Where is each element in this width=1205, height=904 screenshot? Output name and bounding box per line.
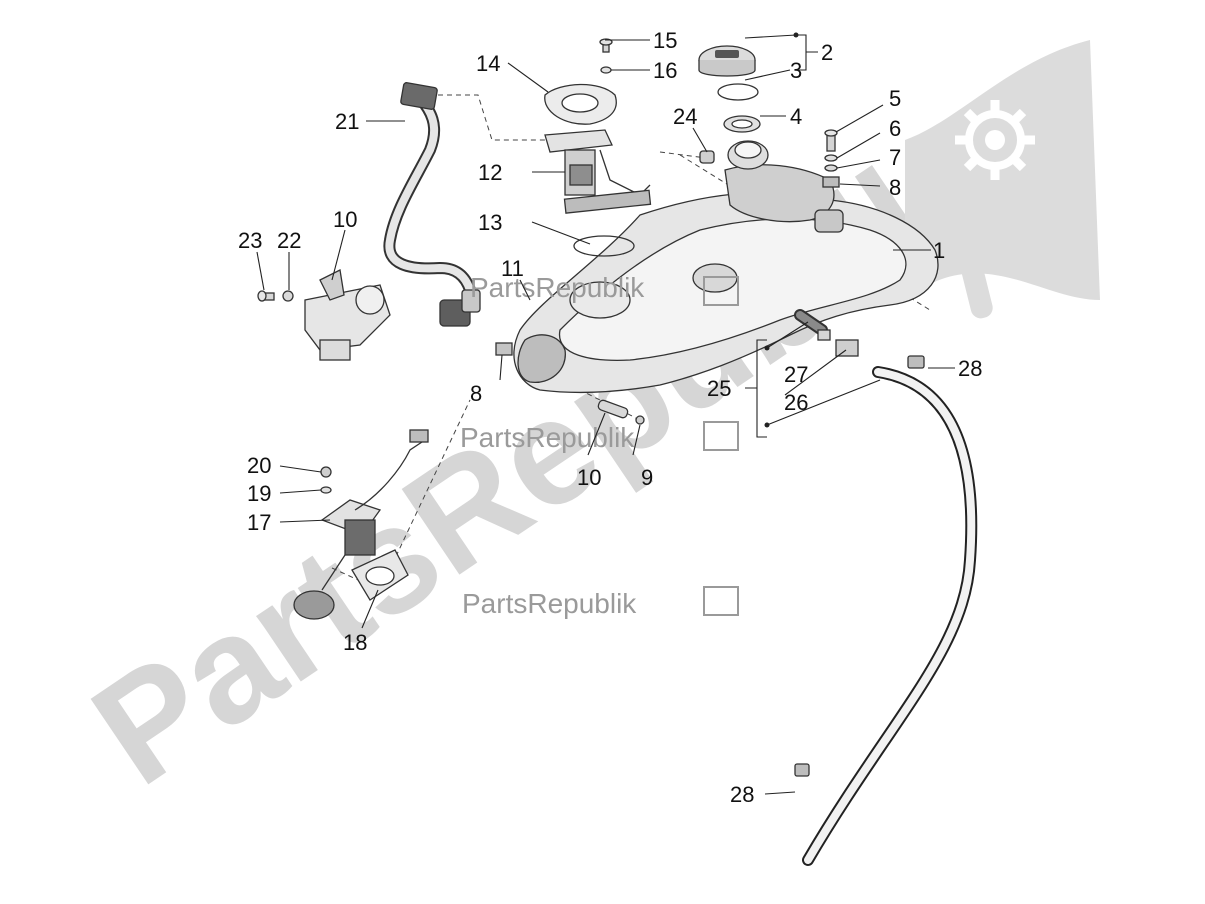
sender-gasket [351,549,409,601]
callout-21: 21 [335,109,359,134]
screw-15 [599,38,613,53]
watermark-small-3: PartsRepublik [462,586,739,619]
tank-mount-clip [814,209,844,233]
spacer-10 [597,399,629,419]
watermark-small-text: PartsRepublik [462,588,637,619]
callout-20: 20 [247,453,271,478]
callout-25: 25 [707,376,731,401]
fuel-tank [513,140,939,394]
leader-lines [256,34,955,795]
watermark-flag-icon [905,40,1100,319]
bolt-5 [824,129,838,152]
callout-24: 24 [673,104,697,129]
callout-14: 14 [476,51,500,76]
callout-10-lower: 10 [577,465,601,490]
callout-19: 19 [247,481,271,506]
callout-13: 13 [478,210,502,235]
callout-15: 15 [653,28,677,53]
washer-16 [600,66,612,74]
callout-8-bottom: 8 [470,381,482,406]
vent-valve [794,309,859,357]
tank-mount-bracket [517,334,566,383]
callout-28-top: 28 [958,356,982,381]
washer-7 [824,164,838,172]
callout-8-top: 8 [889,175,901,200]
fuel-hose [383,82,481,327]
callout-23: 23 [238,228,262,253]
washer-6 [824,154,838,162]
cap-seal [717,83,759,101]
pump-o-ring [573,235,635,257]
callout-numbers: 1 2 3 4 5 6 7 8 8 9 10 10 11 12 13 14 15… [238,28,982,807]
watermark-small-2: PartsRepublik [460,421,739,453]
callout-22: 22 [277,228,301,253]
watermark-small-1: PartsRepublik [470,272,739,306]
callout-7: 7 [889,145,901,170]
callout-18: 18 [343,630,367,655]
callout-2: 2 [821,40,833,65]
hose-clip-28-bottom [794,763,810,777]
callout-17: 17 [247,510,271,535]
watermark-small-text: PartsRepublik [470,272,645,303]
washer-19 [320,486,332,494]
clamp-10 [319,269,345,301]
screw-23 [257,290,275,302]
fuel-pump [544,129,652,214]
nut-9 [635,415,645,425]
callout-26: 26 [784,390,808,415]
nut-20 [320,466,332,478]
fuel-level-sender [293,429,429,620]
watermark-small-text: PartsRepublik [460,422,635,453]
rubber-pad-24 [699,150,715,164]
pump-flange [544,83,617,125]
washer-22 [282,290,294,302]
callout-5: 5 [889,86,901,111]
callout-28-bottom: 28 [730,782,754,807]
callout-9: 9 [641,465,653,490]
callout-11: 11 [501,256,524,281]
callout-3: 3 [790,58,802,83]
neck-gasket [723,115,761,133]
callout-16: 16 [653,58,677,83]
watermark-gear-icon [955,100,1035,180]
bracket-dots [764,32,799,428]
clip-8-top [822,176,840,188]
callout-10-upper: 10 [333,207,357,232]
throttle-body [304,284,391,361]
callout-1: 1 [933,238,945,263]
clip-8-bottom [495,342,513,356]
callout-4: 4 [790,104,802,129]
callout-12: 12 [478,160,502,185]
callout-27: 27 [784,362,808,387]
vent-hose [802,366,978,866]
callout-6: 6 [889,116,901,141]
hose-clip-28-top [907,355,925,369]
fuel-cap [698,45,756,77]
